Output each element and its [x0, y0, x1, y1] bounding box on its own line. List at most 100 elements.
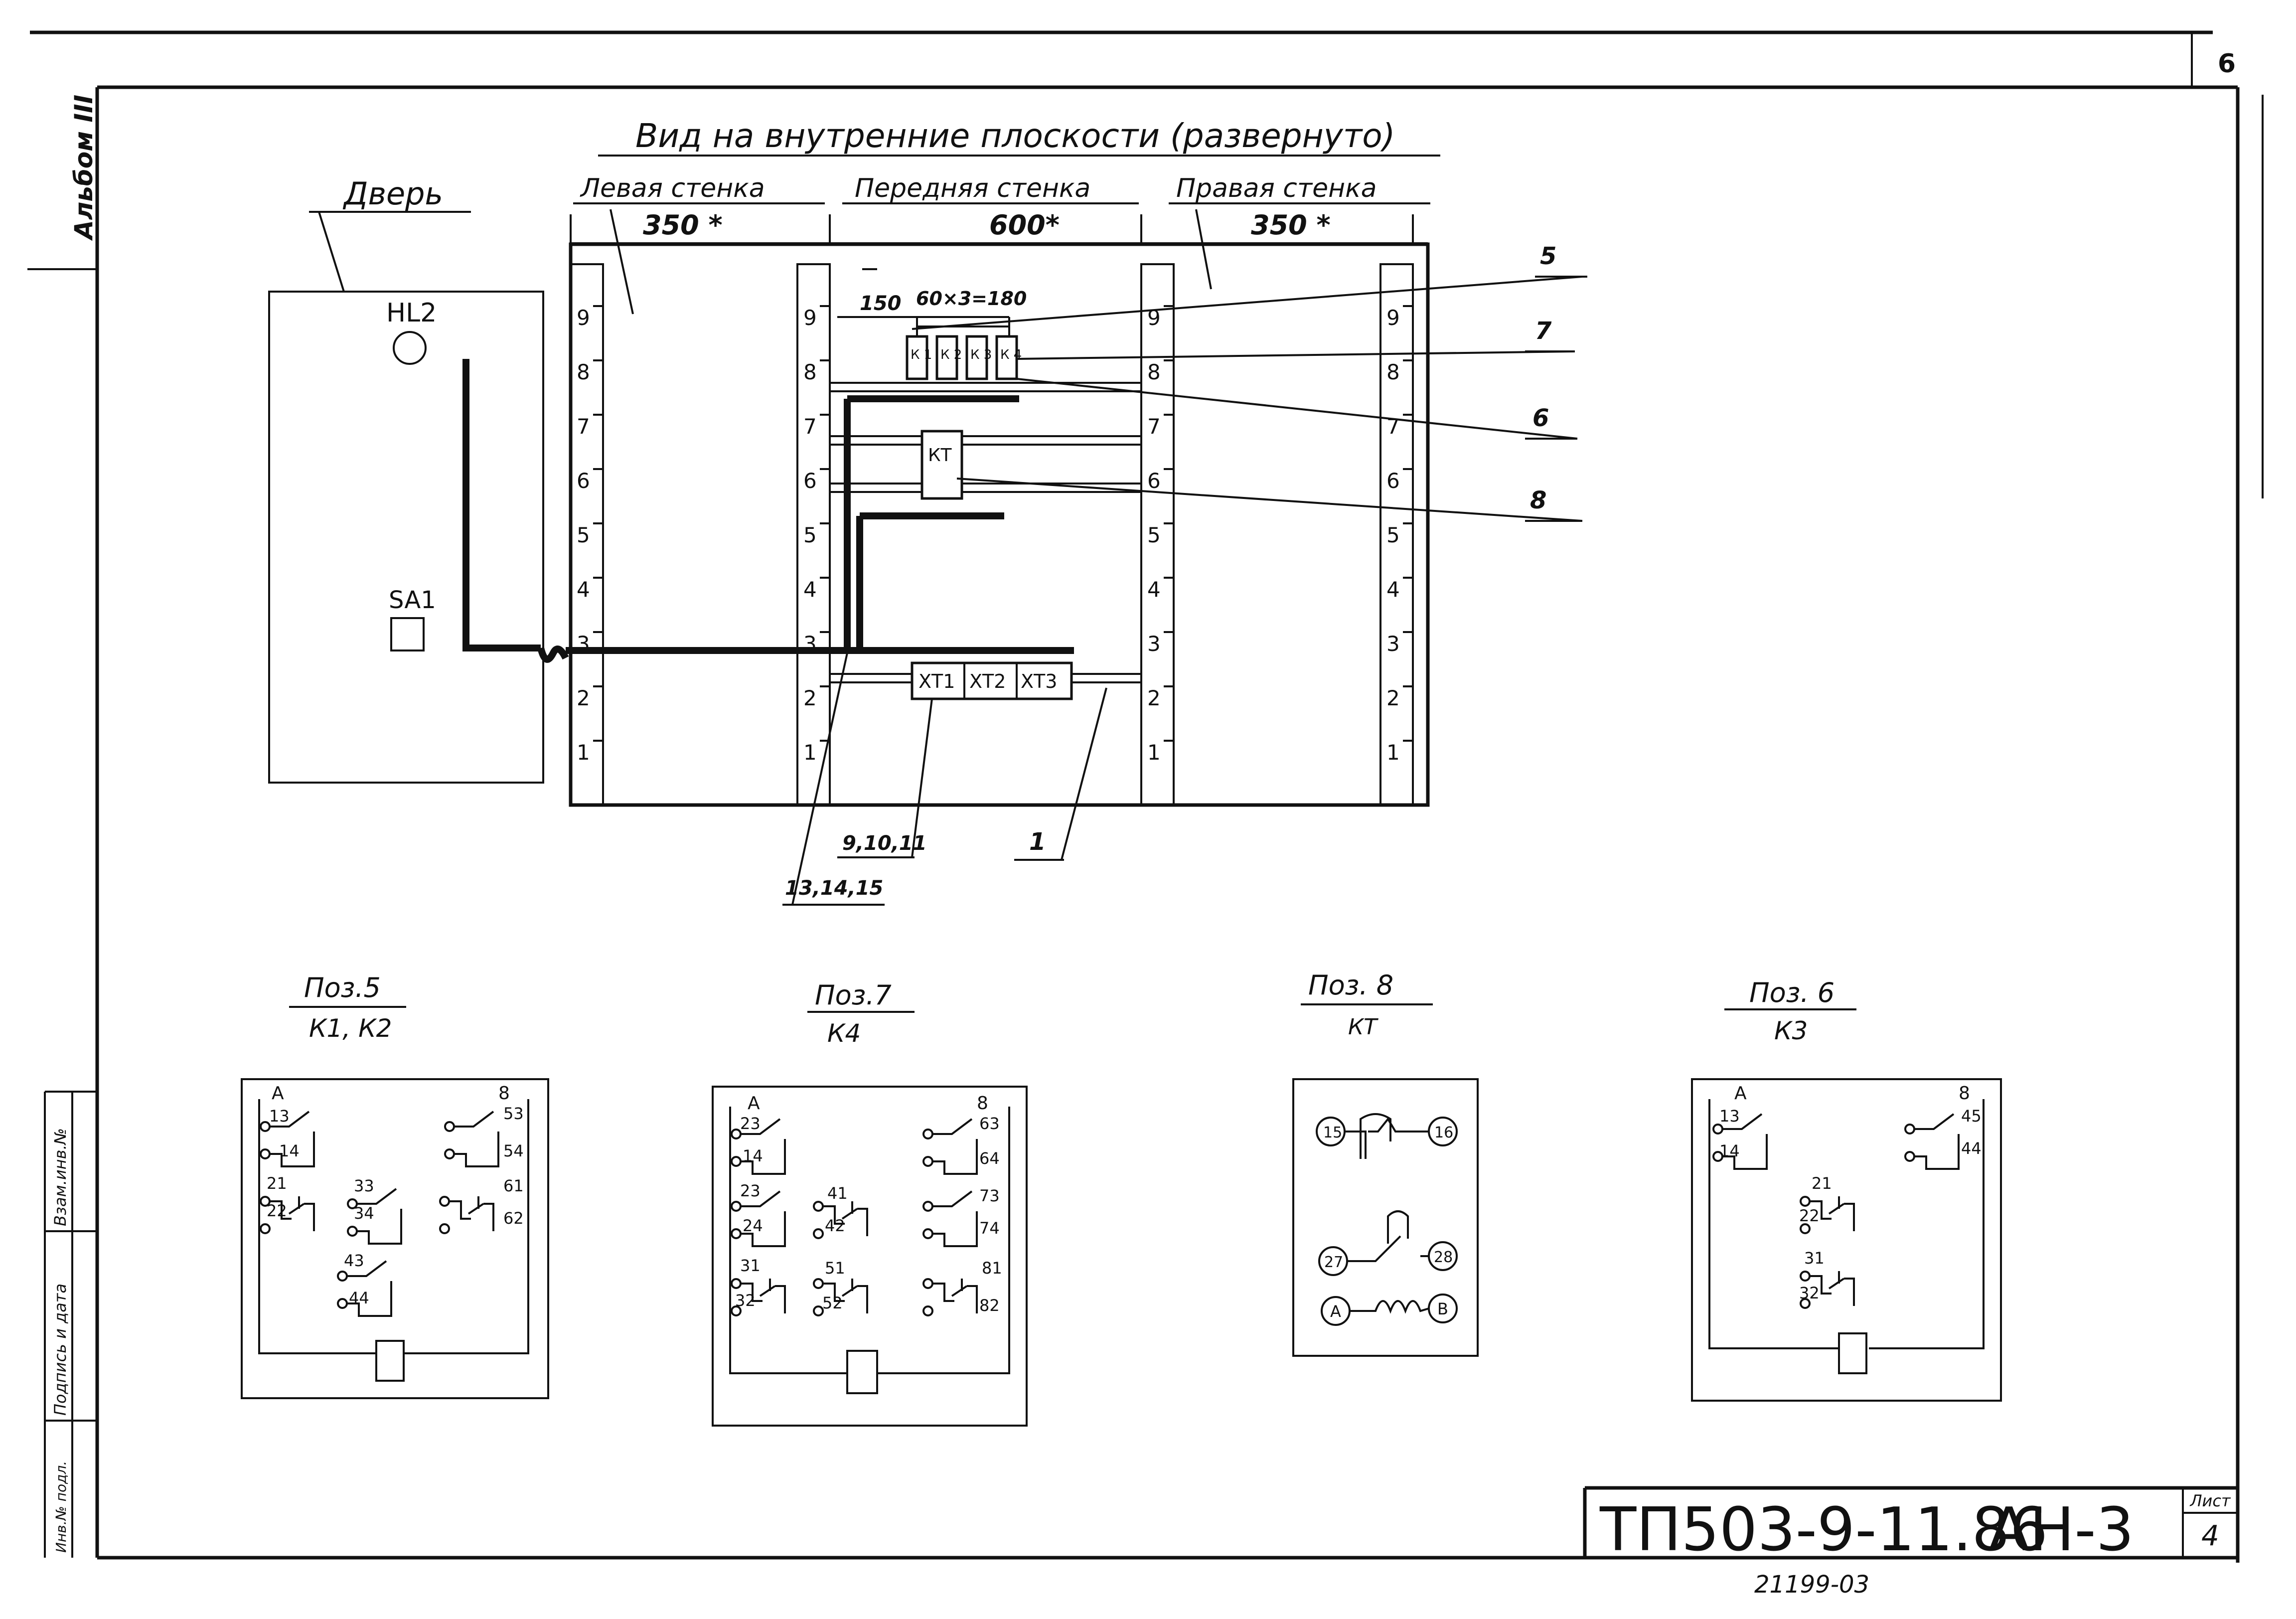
- position-8-label-28: 28: [1434, 1249, 1453, 1266]
- position-6-subtitle: К3: [1774, 1016, 1808, 1045]
- terminal-dot: [347, 1198, 358, 1209]
- position-8-title: Поз. 8: [1308, 970, 1393, 1001]
- position-5-label-8: 8: [498, 1083, 510, 1104]
- position-7-title: Поз.7: [815, 979, 892, 1011]
- position-8-label-b: В: [1437, 1299, 1448, 1318]
- position-8: Поз. 8 КТ 15 16 27 28 А В: [1292, 970, 1479, 1357]
- position-5-subtitle: К1, К2: [309, 1014, 392, 1043]
- position-5-label-13: 13: [269, 1107, 290, 1126]
- terminal-xt2: ХТ2: [969, 670, 1006, 692]
- callout-7: 7: [1535, 317, 1552, 345]
- position-6-label-21: 21: [1812, 1174, 1832, 1193]
- scale-number: 4: [803, 577, 817, 602]
- scale-number: 2: [1386, 686, 1400, 710]
- door-sa1: SA1: [389, 586, 436, 614]
- callout-1: 1: [1029, 828, 1046, 856]
- position-5-label-33: 33: [354, 1176, 374, 1195]
- scale-number: 6: [577, 469, 590, 493]
- relay-kt: КТ: [928, 445, 952, 466]
- scale-strip: [1140, 263, 1175, 806]
- position-5-label-34: 34: [354, 1204, 374, 1223]
- scale-number: 8: [577, 360, 590, 384]
- no-contact-symbol: [740, 1190, 786, 1247]
- terminal-dot: [922, 1201, 933, 1212]
- door-panel: [268, 291, 544, 784]
- no-contact-symbol: [932, 1190, 978, 1247]
- scale-number: 7: [1147, 414, 1161, 439]
- scale-number: 9: [803, 306, 817, 330]
- position-7-label-52: 52: [822, 1294, 843, 1312]
- terminal-dot: [439, 1223, 450, 1234]
- relay-k4: К 4: [1000, 347, 1022, 362]
- terminal-dot: [1904, 1124, 1915, 1134]
- nc-contact-symbol: [740, 1279, 786, 1313]
- scale-number: 7: [577, 414, 590, 439]
- callout-8: 8: [1530, 486, 1546, 514]
- terminal-dot: [337, 1271, 348, 1282]
- right-wall-label: Правая стенка: [1176, 173, 1377, 203]
- nc-contact-symbol: [1809, 1271, 1855, 1306]
- position-7-label-31: 31: [740, 1256, 761, 1275]
- title-code: ТП503-9-11.86: [1599, 1495, 2048, 1565]
- position-5-label-14: 14: [279, 1141, 300, 1160]
- dim-150: 150: [860, 292, 902, 315]
- no-contact-symbol: [346, 1260, 392, 1317]
- position-7-label-24: 24: [743, 1216, 763, 1235]
- sheet-label: Лист: [2189, 1491, 2231, 1510]
- position-6-title: Поз. 6: [1749, 977, 1835, 1008]
- scale-number: 4: [577, 577, 590, 602]
- nc-contact-symbol: [822, 1201, 868, 1236]
- stamp-inv-original: Инв.№ подл.: [53, 1461, 69, 1553]
- terminal-dot: [731, 1228, 742, 1239]
- terminal-dot: [1904, 1151, 1915, 1162]
- position-7-label-14: 14: [743, 1146, 763, 1165]
- scale-strip: [570, 263, 604, 806]
- scale-number: 3: [1147, 632, 1161, 656]
- terminal-dot: [813, 1305, 824, 1316]
- sheet-number: 4: [2201, 1520, 2219, 1552]
- position-7-label-63: 63: [979, 1114, 1000, 1133]
- position-5-label-53: 53: [503, 1104, 524, 1123]
- position-5-label-54: 54: [503, 1141, 524, 1160]
- scale-number: 8: [1386, 360, 1400, 384]
- position-6-label-31: 31: [1804, 1249, 1825, 1268]
- position-7-label-82: 82: [979, 1296, 1000, 1315]
- scale-strip: [1379, 263, 1414, 806]
- nc-contact-symbol: [932, 1279, 978, 1313]
- front-wall-label: Передняя стенка: [855, 173, 1090, 203]
- scale-number: 5: [577, 523, 590, 547]
- position-8-label-a: А: [1330, 1302, 1341, 1321]
- door-label: Дверь: [342, 175, 443, 212]
- position-6-label-a: А: [1734, 1083, 1747, 1104]
- scale-number: 2: [577, 686, 590, 710]
- position-5-label-62: 62: [503, 1209, 524, 1228]
- terminal-dot: [731, 1129, 742, 1139]
- position-7-label-81: 81: [982, 1259, 1002, 1278]
- scale-number: 4: [1147, 577, 1161, 602]
- no-contact-symbol: [932, 1118, 978, 1175]
- scale-number: 8: [803, 360, 817, 384]
- position-7-subtitle: К4: [827, 1019, 861, 1048]
- callout-13-14-15: 13,14,15: [785, 877, 883, 900]
- scale-number: 7: [803, 414, 817, 439]
- terminal-dot: [922, 1156, 933, 1167]
- dim-right: 350 *: [1251, 209, 1331, 241]
- scale-number: 1: [803, 740, 817, 765]
- no-contact-symbol: [454, 1111, 499, 1167]
- scale-number: 2: [1147, 686, 1161, 710]
- position-7-label-42: 42: [825, 1216, 845, 1235]
- position-7-label-23b: 23: [740, 1181, 761, 1200]
- position-8-label-27: 27: [1324, 1254, 1343, 1271]
- terminal-xt3: ХТ3: [1021, 670, 1057, 692]
- scale-number: 1: [1386, 740, 1400, 765]
- position-7-label-8: 8: [977, 1093, 988, 1114]
- scale-number: 6: [1386, 469, 1400, 493]
- bottom-number: 21199-03: [1754, 1571, 1869, 1599]
- position-7-label-51: 51: [825, 1259, 845, 1278]
- terminal-dot: [731, 1305, 742, 1316]
- position-5-label-43: 43: [344, 1251, 364, 1270]
- position-7-label-41: 41: [827, 1184, 848, 1203]
- scale-number: 8: [1147, 360, 1161, 384]
- position-5-title: Поз.5: [304, 972, 381, 1003]
- position-5-label-a: А: [272, 1083, 284, 1104]
